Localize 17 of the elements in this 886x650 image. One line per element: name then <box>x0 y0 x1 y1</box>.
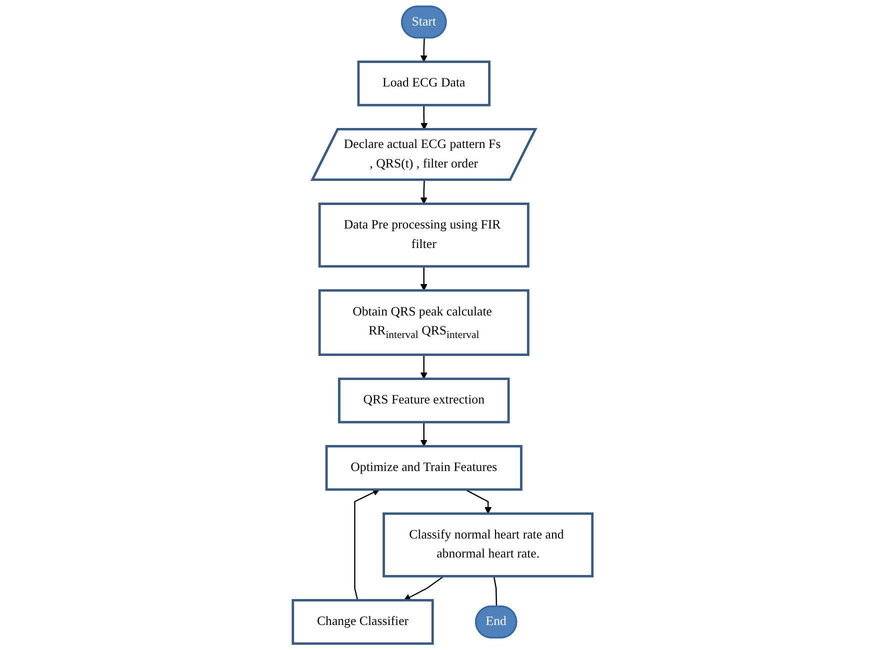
arrow <box>354 489 380 600</box>
node-box: Change Classifier <box>292 599 434 645</box>
node-box: Obtain QRS peak calculate RR$_{interval}$ QRS$_{interval}$ <box>318 289 530 356</box>
arrow <box>420 266 428 291</box>
node-box: Classify normal heart rate and abnormal heart rate. <box>382 512 594 578</box>
node-box: Optimize and Train Features <box>326 445 523 491</box>
node-box: Data Pre processing using FIR filter <box>318 202 530 268</box>
arrow <box>420 38 428 62</box>
arrow <box>420 105 428 130</box>
node-box: Load ECG Data <box>358 60 491 106</box>
arrow <box>420 354 428 380</box>
connector <box>494 576 498 607</box>
arrow <box>420 422 428 447</box>
arrow <box>465 489 492 514</box>
arrow <box>420 180 428 204</box>
node-box: QRS Feature extrection <box>338 378 510 424</box>
arrow <box>404 576 445 601</box>
